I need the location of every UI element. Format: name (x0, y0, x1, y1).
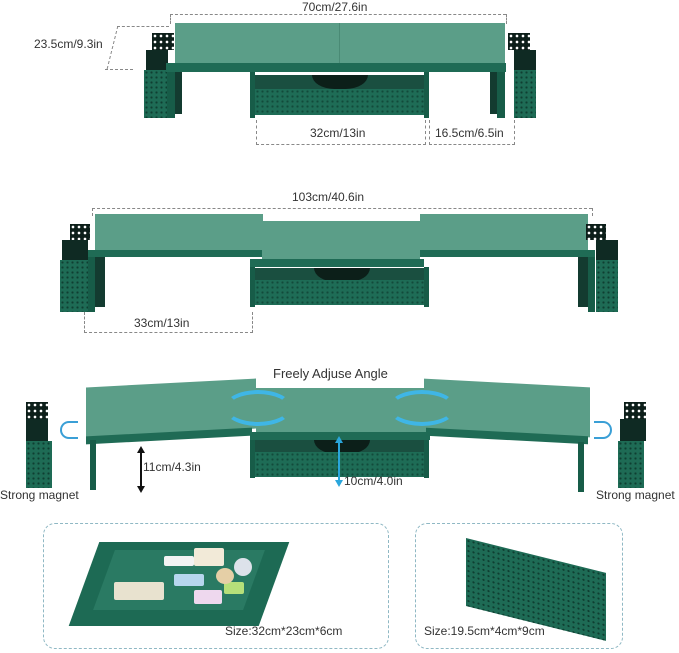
pen-holder-inner (596, 240, 618, 260)
right-shelf-front (420, 250, 595, 257)
height-arrow (140, 450, 142, 488)
side-shelf-label: 33cm/13in (134, 316, 190, 330)
shelf-front-edge (166, 63, 506, 72)
arrow-up-icon (137, 446, 145, 453)
pen-holder-top-left (26, 402, 48, 419)
pen-holder-top-right (586, 224, 606, 240)
shelf-leg-inner (95, 257, 105, 307)
pen-holder-top-right (624, 402, 646, 419)
side-shelf-dimension (84, 312, 253, 333)
tray-item (234, 558, 252, 576)
drawer-side (250, 440, 255, 478)
shelf-leg-inner (578, 257, 588, 307)
depth-dimension-line (117, 26, 169, 27)
drawer-handle-notch (314, 268, 370, 282)
side-gap-dimension (429, 120, 515, 145)
magnet-pen-holder-right (618, 441, 644, 488)
extended-width-label: 103cm/40.6in (292, 190, 365, 204)
dimension-tick (92, 208, 93, 216)
tray-item (174, 574, 204, 586)
magnet-icon (60, 421, 78, 439)
arrow-down-icon (335, 480, 343, 487)
side-gap-label: 16.5cm/6.5in (435, 126, 504, 140)
depth-label: 23.5cm/9.3in (34, 37, 103, 51)
drawer-side (424, 267, 429, 307)
tray-panel: Size:32cm*23cm*6cm (43, 523, 389, 649)
dimension-tick (170, 14, 171, 24)
tray-item (164, 556, 194, 566)
center-shelf-top (262, 221, 420, 259)
magnet-pen-holder-left (26, 441, 52, 488)
drawer-side (250, 267, 255, 307)
shelf-leg (90, 440, 96, 490)
tray-size-label: Size:32cm*23cm*6cm (225, 624, 343, 638)
width-dimension-line (170, 14, 506, 15)
pen-holder-inner (62, 240, 88, 260)
shelf-height-label: 11cm/4.3in (143, 460, 201, 474)
magnet-right-label: Strong magnet (596, 488, 675, 502)
arrow-down-icon (137, 486, 145, 493)
pen-holder-size-label: Size:19.5cm*4cm*9cm (424, 624, 545, 638)
shelf-leg-inner (175, 72, 182, 114)
pen-holder-right (596, 260, 618, 312)
drawer-front (255, 89, 424, 115)
right-shelf-top (420, 214, 588, 250)
rotate-icon-right (388, 390, 456, 426)
shelf-leg (88, 257, 95, 312)
tray-item (194, 590, 222, 604)
drawer-height-label: 10cm/4.0in (344, 474, 403, 488)
shelf-leg-right (497, 72, 505, 118)
drawer-height-arrow (338, 440, 340, 482)
pen-holder-left (60, 260, 88, 312)
drawer-front (255, 280, 424, 305)
shelf-leg (588, 257, 595, 312)
arrow-up-icon (335, 436, 343, 443)
tray-item (216, 568, 234, 584)
pen-holder-top-left (152, 33, 174, 50)
magnet-left-label: Strong magnet (0, 488, 79, 502)
dimension-tick (506, 14, 507, 24)
drawer-side (250, 72, 255, 118)
angle-title: Freely Adjuse Angle (273, 366, 388, 381)
drawer-width-dimension (256, 120, 426, 145)
shelf-seam (339, 23, 340, 63)
tray-item (114, 582, 164, 600)
shelf-top-surface (175, 23, 505, 63)
drawer-side (424, 440, 429, 478)
tray-item (224, 582, 244, 594)
rotate-icon-left (224, 390, 292, 426)
pen-holder-left (144, 70, 167, 118)
pen-holder-top-right (508, 33, 530, 50)
shelf-leg (578, 442, 584, 492)
drawer-handle-notch (312, 75, 368, 89)
left-shelf-top (95, 214, 263, 250)
pen-holder-right (514, 70, 536, 118)
width-label: 70cm/27.6in (302, 0, 368, 14)
drawer-handle-notch (314, 440, 370, 454)
shelf-leg-inner (490, 72, 497, 114)
pen-holder-inner (26, 419, 48, 441)
pen-holder-top-left (70, 224, 90, 240)
pen-holder-panel: Size:19.5cm*4cm*9cm (415, 523, 623, 649)
shelf-leg-left (167, 72, 175, 118)
extended-width-dimension-line (92, 208, 592, 209)
center-shelf-front (250, 259, 424, 267)
dimension-tick (592, 208, 593, 216)
pen-holder-inner (620, 419, 646, 441)
drawer-width-label: 32cm/13in (310, 126, 366, 140)
depth-dimension-line (105, 69, 133, 70)
depth-dimension-line (106, 26, 119, 69)
tray-item (194, 548, 224, 566)
pen-holder-inner (146, 50, 168, 70)
pen-holder-inner (514, 50, 536, 70)
drawer-side (424, 72, 429, 118)
left-shelf-front (88, 250, 263, 257)
magnet-icon (594, 421, 612, 439)
